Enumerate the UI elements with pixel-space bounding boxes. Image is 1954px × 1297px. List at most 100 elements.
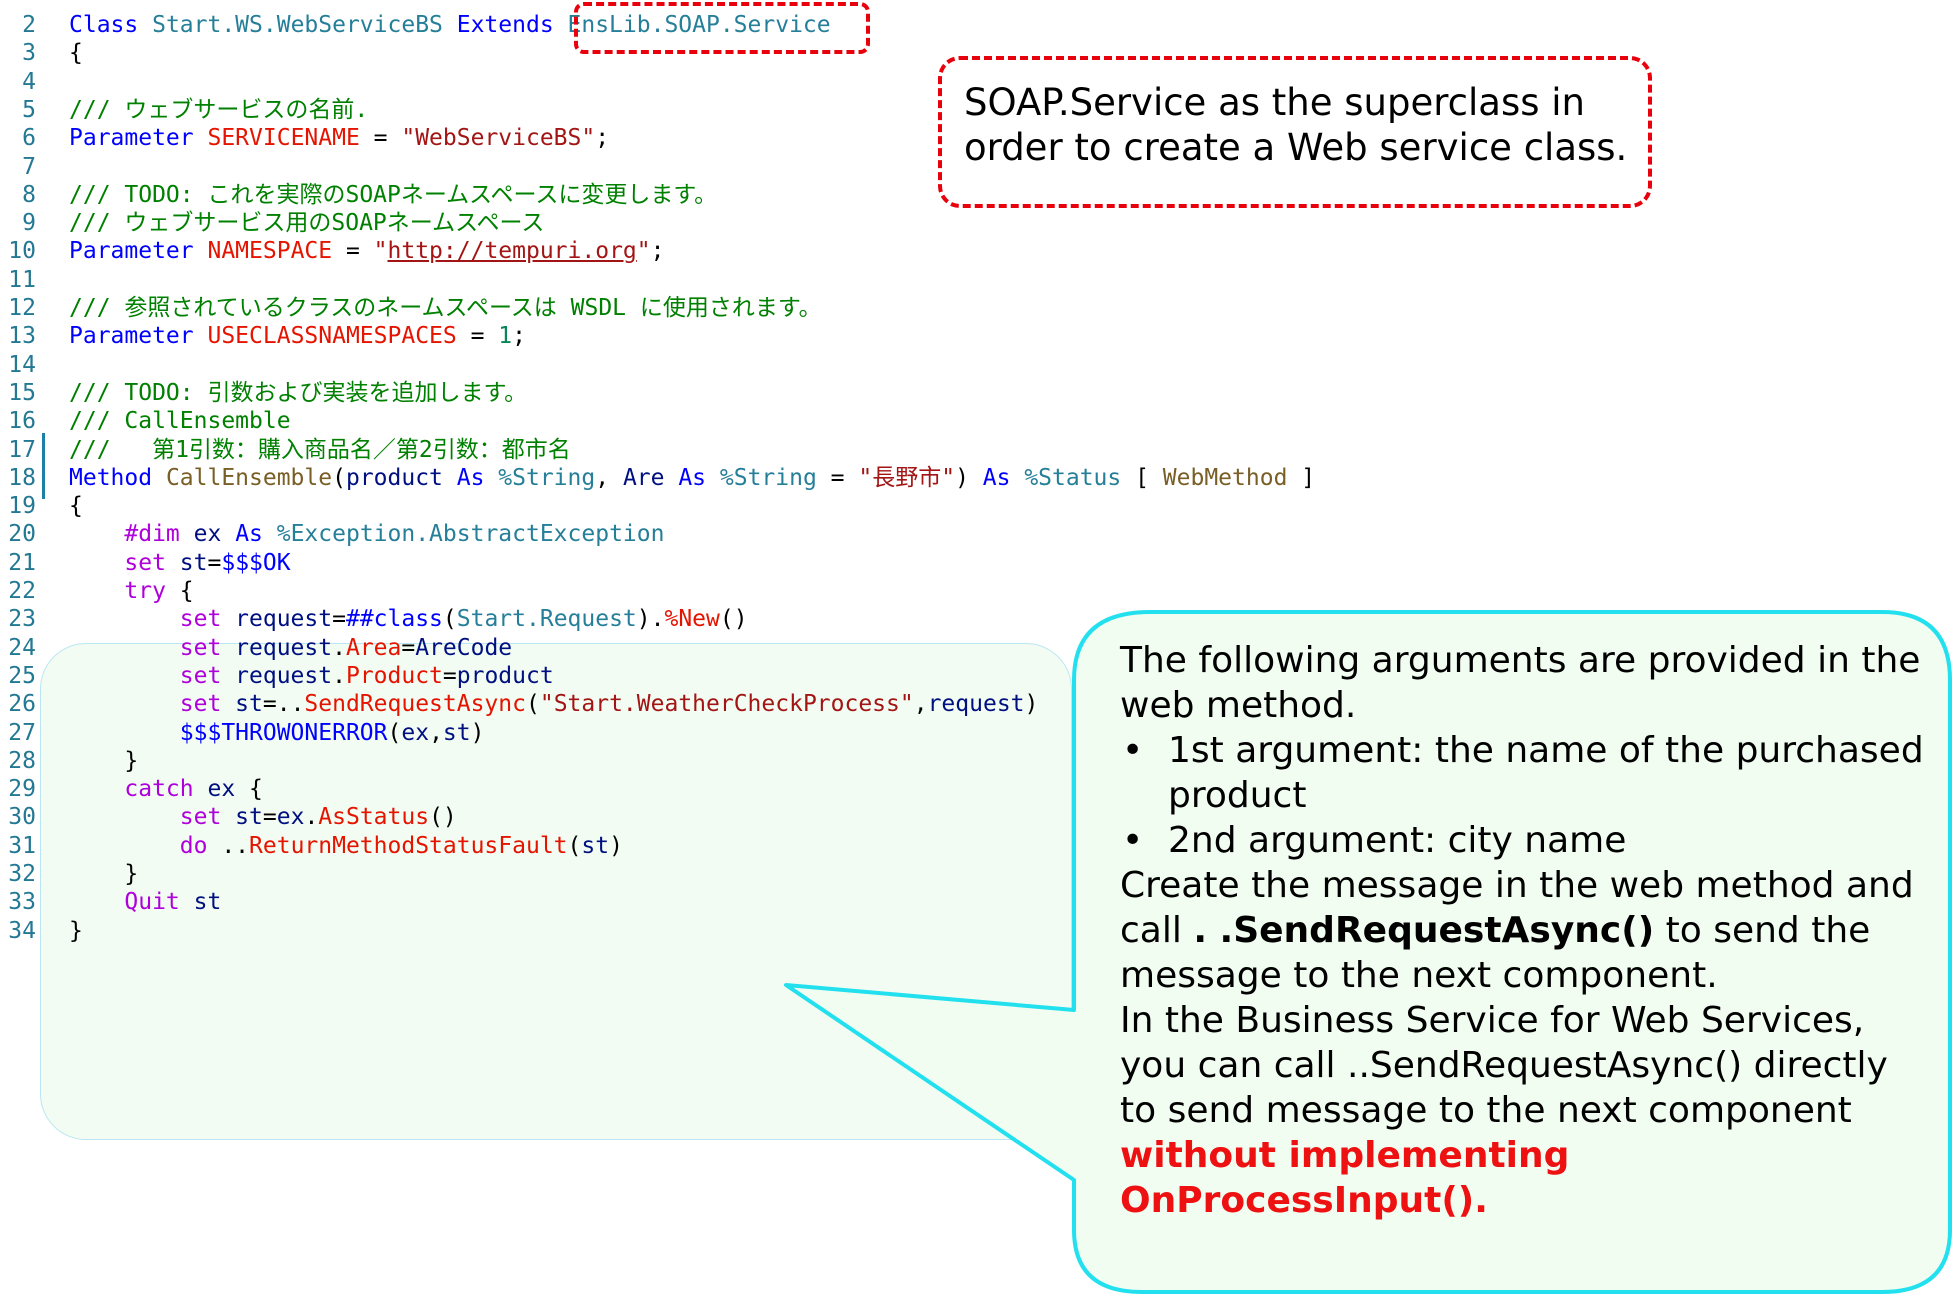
code-line[interactable]: 23 set request=##class(Start.Request).%N… [0,602,1954,637]
code-line[interactable]: 9/// ウェブサービス用のSOAPネームスペース [0,206,1954,241]
code-token: #dim [124,521,194,548]
code-line[interactable]: 19{ [0,489,1954,524]
code-token: "Start.WeatherCheckProcess" [539,691,914,718]
webmethod-callout-create: Create the message in the web method and… [1120,863,1930,998]
code-token: try [124,578,180,604]
code-line[interactable]: 28 } [0,744,1954,779]
code-line[interactable]: 26 set st=..SendRequestAsync("Start.Weat… [0,687,1954,722]
code-token: } [69,917,83,944]
code-token: () [429,804,457,831]
code-line[interactable]: 30 set st=ex.AsStatus() [0,800,1954,835]
code-token: = [207,549,222,576]
code-token: %New [664,606,720,633]
code-token: ] [1287,464,1316,491]
code-token: %String [498,464,596,491]
code-token: /// ウェブサービス用のSOAPネームスペース [69,210,545,237]
code-text: catch ex { [69,772,263,807]
code-line[interactable]: 25 set request.Product=product [0,659,1954,694]
code-token: = [401,634,416,661]
code-line[interactable]: 32 } [0,857,1954,892]
line-number: 15 [8,379,36,406]
code-token: ex [401,719,430,746]
code-line[interactable]: 21 set st=$$$OK [0,546,1954,581]
code-token: Area [345,634,402,661]
line-number: 14 [8,351,36,378]
code-token: $$$THROWONERROR [179,719,388,746]
code-line[interactable]: 29 catch ex { [0,772,1954,807]
code-line[interactable]: 3{ [0,36,1954,71]
code-line[interactable]: 31 do ..ReturnMethodStatusFault(st) [0,829,1954,864]
code-token: . [332,662,346,689]
code-token: ). [636,606,665,633]
code-text: set request.Area=AreCode [69,631,512,666]
code-line[interactable]: 7 [0,150,1954,185]
line-number: 27 [8,719,36,746]
line-number: 26 [8,691,36,718]
code-text: /// ウェブサービス用のSOAPネームスペース [69,206,544,241]
code-line[interactable]: 16/// CallEnsemble [0,404,1954,439]
code-token: request [235,634,333,661]
code-token: EnsLib.SOAP.Service [567,12,831,38]
code-token: ( [525,691,540,718]
code-text: Quit st [69,885,221,920]
line-number: 30 [8,804,36,831]
code-token: CallEnsemble [165,464,333,491]
code-text: Class Start.WS.WebServiceBS Extends EnsL… [69,8,831,43]
code-line[interactable]: 22 try { [0,574,1954,609]
code-token: Class [69,12,153,38]
code-line[interactable]: 4 [0,65,1954,100]
code-token: As [982,464,1025,491]
code-token: $$$OK [221,549,291,576]
code-line[interactable]: 17/// 第1引数：購入商品名／第2引数：都市名 [0,433,1954,468]
code-token: . [304,804,319,831]
code-text: Parameter NAMESPACE = "http://tempuri.or… [69,234,664,269]
code-token: catch [124,776,208,803]
code-token: AreCode [415,634,513,661]
code-token: = [816,464,859,491]
code-line[interactable]: 8/// TODO: これを実際のSOAPネームスペースに変更します。 [0,178,1954,213]
code-text: set st=..SendRequestAsync("Start.Weather… [69,687,1039,722]
code-token: set [179,634,236,661]
code-line[interactable]: 34} [0,914,1954,949]
code-token: set [179,606,236,633]
code-line[interactable]: 20 #dim ex As %Exception.AbstractExcepti… [0,517,1954,552]
code-line[interactable]: 33 Quit st [0,885,1954,920]
code-line[interactable]: 5 /// ウェブサービスの名前. [0,93,1954,128]
code-token: " [636,238,651,265]
code-token: = [332,606,346,633]
code-token: 1 [498,323,513,350]
code-line[interactable]: 27 $$$THROWONERROR(ex,st) [0,716,1954,751]
code-token: st [235,804,263,831]
line-number: 5 [22,96,36,123]
code-token: %Exception.AbstractException [276,521,665,548]
code-text: Parameter USECLASSNAMESPACES = 1; [69,319,526,354]
code-token: set [179,691,236,718]
code-token: /// ウェブサービスの名前. [69,96,369,123]
code-line[interactable]: 24 set request.Area=AreCode [0,631,1954,666]
code-line[interactable]: 11 [0,263,1954,298]
code-token: .. [221,832,250,859]
code-line[interactable]: 14 [0,348,1954,383]
code-token: Product [345,662,443,689]
code-text: } [69,744,138,779]
webmethod-callout-intro: The following arguments are provided in … [1120,640,1921,726]
code-token: product [345,464,457,491]
line-number: 25 [8,662,36,689]
code-token: set [179,804,236,831]
create-text-pre: Create the message in the web method and… [1120,865,1914,951]
line-number: 19 [8,493,36,520]
code-token: { [179,578,194,604]
code-token: st [193,889,222,916]
code-line[interactable]: 15/// TODO: 引数および実装を追加します。 [0,376,1954,411]
code-token: ) [955,464,983,491]
code-line[interactable]: 12/// 参照されているクラスのネームスペースは WSDL に使用されます。 [0,291,1954,326]
code-token: st [442,719,471,746]
argument-bullet-2: 2nd argument: city name [1120,818,1930,863]
code-token: request [927,691,1025,718]
